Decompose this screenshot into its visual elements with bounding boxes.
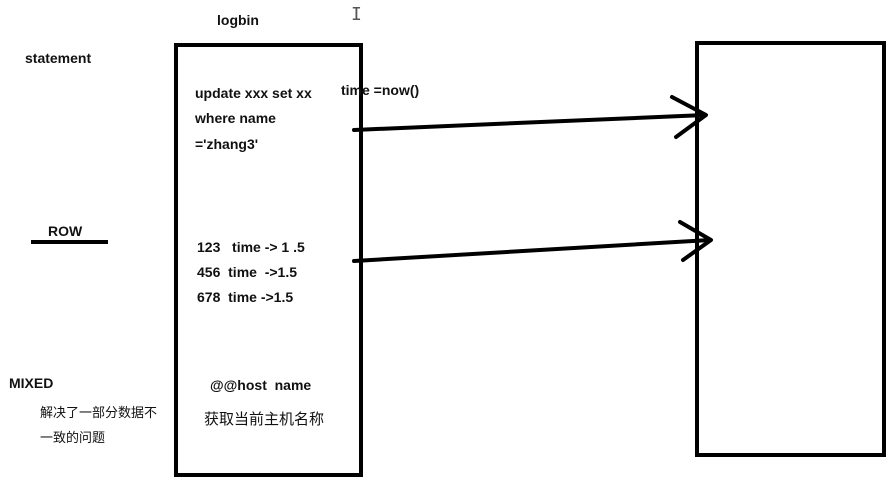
row-arrow-head: [678, 220, 713, 262]
logbin-title: logbin: [217, 12, 259, 28]
mixed-label: MIXED: [9, 375, 54, 391]
target-box: [695, 41, 886, 457]
statement-line3: ='zhang3': [195, 136, 259, 152]
statement-line1: update xxx set xx: [195, 85, 312, 101]
statement-line2: where name: [195, 110, 276, 126]
statement-label: statement: [25, 50, 92, 66]
row-arrow: [352, 238, 712, 263]
mixed-note-line1: 解决了一部分数据不: [40, 406, 158, 421]
statement-arrow: [352, 113, 707, 132]
text-cursor-icon: I: [351, 4, 362, 25]
statement-line1-extra: time =now(): [341, 82, 420, 98]
mixed-line1: @@host name: [210, 377, 312, 393]
row-line3: 678 time ->1.5: [197, 289, 294, 305]
mixed-note-line2: 一致的问题: [40, 431, 106, 446]
statement-arrow-head: [670, 95, 708, 139]
row-label: ROW: [48, 223, 83, 239]
mixed-line2: 获取当前主机名称: [204, 410, 325, 428]
row-line1: 123 time -> 1 .5: [197, 239, 305, 255]
row-line2: 456 time ->1.5: [197, 264, 298, 280]
